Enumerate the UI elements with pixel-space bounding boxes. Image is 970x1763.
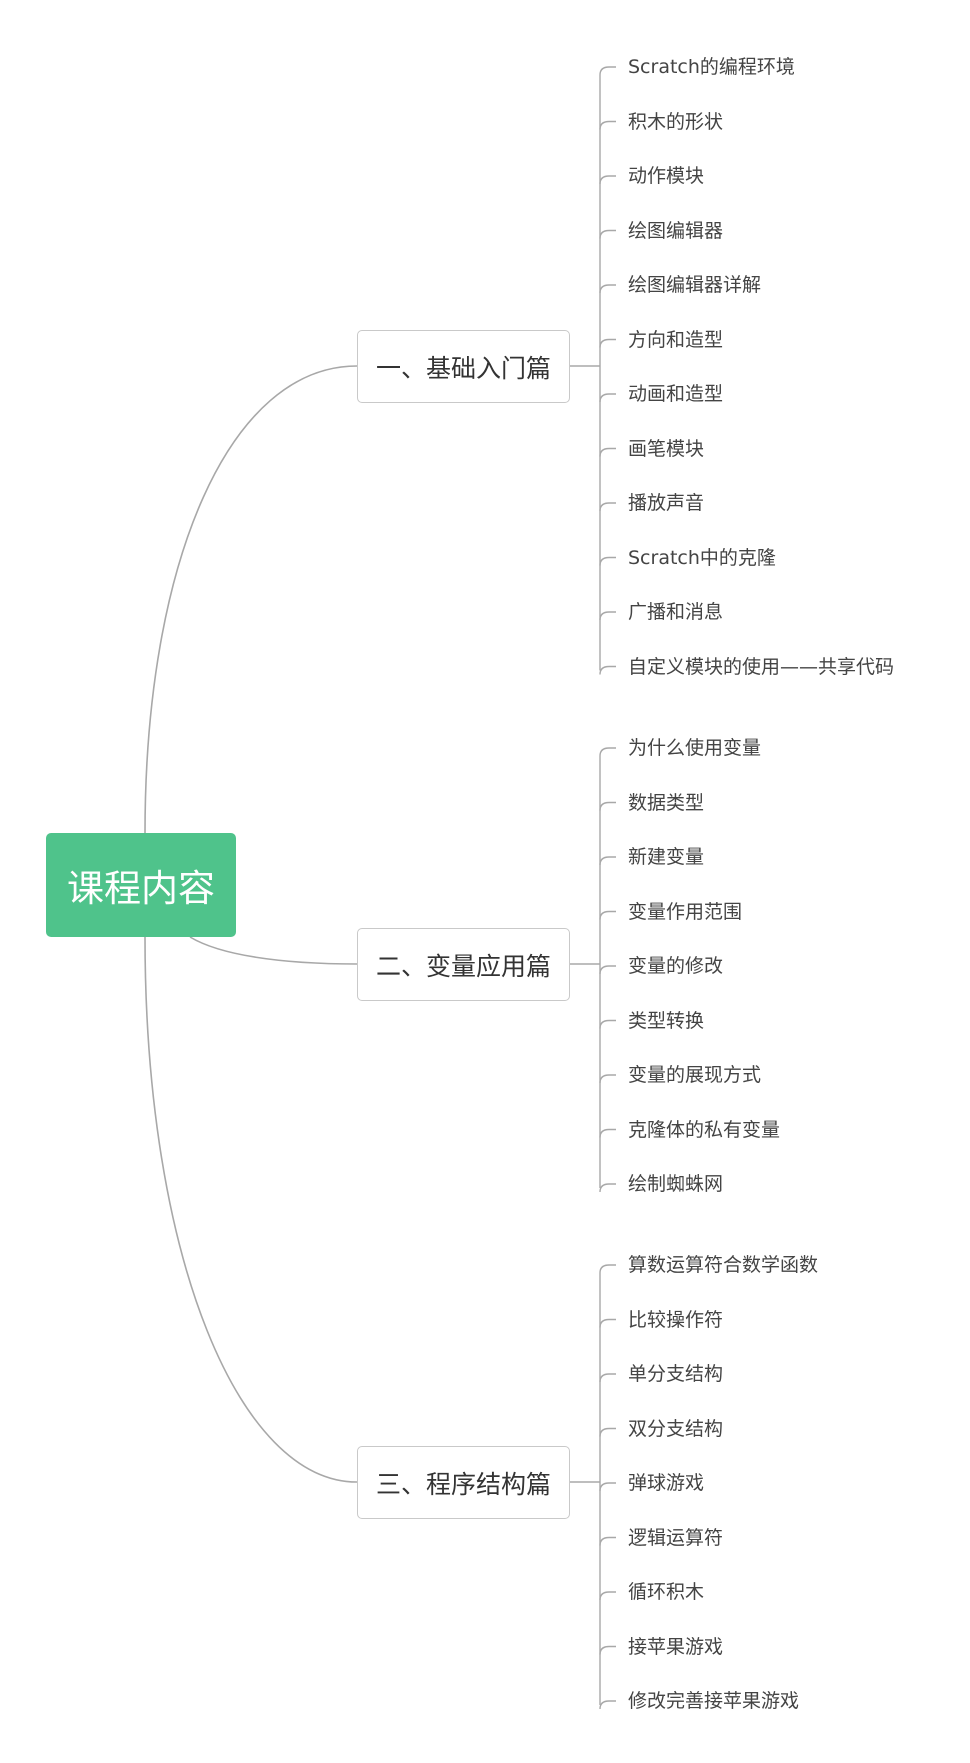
leaf-item[interactable]: 为什么使用变量 <box>628 737 762 759</box>
leaf-brackets <box>570 66 616 1710</box>
leaf-item[interactable]: 自定义模块的使用——共享代码 <box>628 655 895 678</box>
leaf-item[interactable]: 积木的形状 <box>628 110 724 133</box>
leaf-item[interactable]: 画笔模块 <box>628 437 705 460</box>
branch-node-basics[interactable]: 一、基础入门篇 <box>357 330 570 403</box>
leaf-item[interactable]: 循环积木 <box>628 1581 705 1603</box>
leaf-item[interactable]: 变量的修改 <box>628 955 724 977</box>
leaf-item[interactable]: 接苹果游戏 <box>628 1635 724 1658</box>
leaf-connector <box>599 229 616 239</box>
root-node[interactable]: 课程内容 <box>46 833 236 937</box>
leaf-connector <box>599 1645 616 1655</box>
leaf-connector <box>599 556 616 566</box>
connector-root-branch-3 <box>144 936 358 1483</box>
leaf-connector <box>599 1019 616 1029</box>
leaf-connector <box>599 120 616 130</box>
leaf-connector <box>599 1591 616 1601</box>
leaf-connector <box>599 1318 616 1328</box>
leaf-connector <box>599 1373 616 1383</box>
leaf-item[interactable]: 动画和造型 <box>628 383 724 405</box>
leaf-item[interactable]: 绘制蜘蛛网 <box>628 1173 724 1195</box>
branch-node-variables[interactable]: 二、变量应用篇 <box>357 928 570 1001</box>
leaf-connector <box>599 447 616 457</box>
leaf-connector <box>599 393 616 403</box>
leaf-connector <box>599 1482 616 1492</box>
leaf-connector <box>599 284 616 294</box>
leaf-connector <box>599 1074 616 1084</box>
leaf-item[interactable]: Scratch中的克隆 <box>628 546 776 569</box>
leaf-item[interactable]: 弹球游戏 <box>628 1472 705 1494</box>
leaf-connector <box>599 66 616 76</box>
connector-root-branch-2 <box>189 936 358 965</box>
leaf-connector <box>599 1128 616 1138</box>
leaf-item[interactable]: 单分支结构 <box>628 1363 724 1385</box>
leaf-connector <box>599 611 616 621</box>
leaf-item[interactable]: 克隆体的私有变量 <box>628 1118 781 1141</box>
leaf-item[interactable]: 变量作用范围 <box>628 900 743 923</box>
leaf-connector <box>599 1700 616 1710</box>
leaf-item[interactable]: 方向和造型 <box>628 328 724 351</box>
leaf-connector <box>599 1427 616 1437</box>
leaf-item[interactable]: 修改完善接苹果游戏 <box>628 1690 800 1712</box>
leaf-connector <box>599 502 616 512</box>
leaf-connector <box>599 801 616 811</box>
leaf-item[interactable]: 播放声音 <box>628 492 705 514</box>
leaf-connector <box>599 1536 616 1546</box>
leaf-connector <box>599 965 616 975</box>
leaf-item[interactable]: 逻辑运算符 <box>628 1526 724 1549</box>
connector-root-branch-1 <box>144 365 358 834</box>
leaf-connector <box>599 910 616 920</box>
leaf-item[interactable]: 变量的展现方式 <box>628 1064 762 1086</box>
leaf-item[interactable]: 新建变量 <box>628 846 705 868</box>
leaf-item[interactable]: 双分支结构 <box>628 1417 724 1440</box>
leaf-item[interactable]: 绘图编辑器 <box>628 219 724 242</box>
leaf-item[interactable]: 绘图编辑器详解 <box>628 274 762 296</box>
leaf-connector <box>599 1183 616 1193</box>
leaf-connector <box>599 856 616 866</box>
leaf-item[interactable]: 算数运算符合数学函数 <box>628 1254 819 1276</box>
leaf-connector <box>599 747 616 757</box>
leaf-item[interactable]: 类型转换 <box>628 1009 705 1032</box>
leaf-item[interactable]: Scratch的编程环境 <box>628 56 795 78</box>
leaf-connector <box>599 338 616 348</box>
leaf-item[interactable]: 动作模块 <box>628 165 705 187</box>
leaf-item[interactable]: 数据类型 <box>628 791 705 814</box>
leaf-connector <box>599 665 616 675</box>
leaf-connector <box>599 1264 616 1274</box>
leaf-connector <box>599 175 616 185</box>
leaf-item[interactable]: 比较操作符 <box>628 1308 724 1331</box>
leaf-item[interactable]: 广播和消息 <box>628 601 724 623</box>
branch-node-structures[interactable]: 三、程序结构篇 <box>357 1446 570 1519</box>
